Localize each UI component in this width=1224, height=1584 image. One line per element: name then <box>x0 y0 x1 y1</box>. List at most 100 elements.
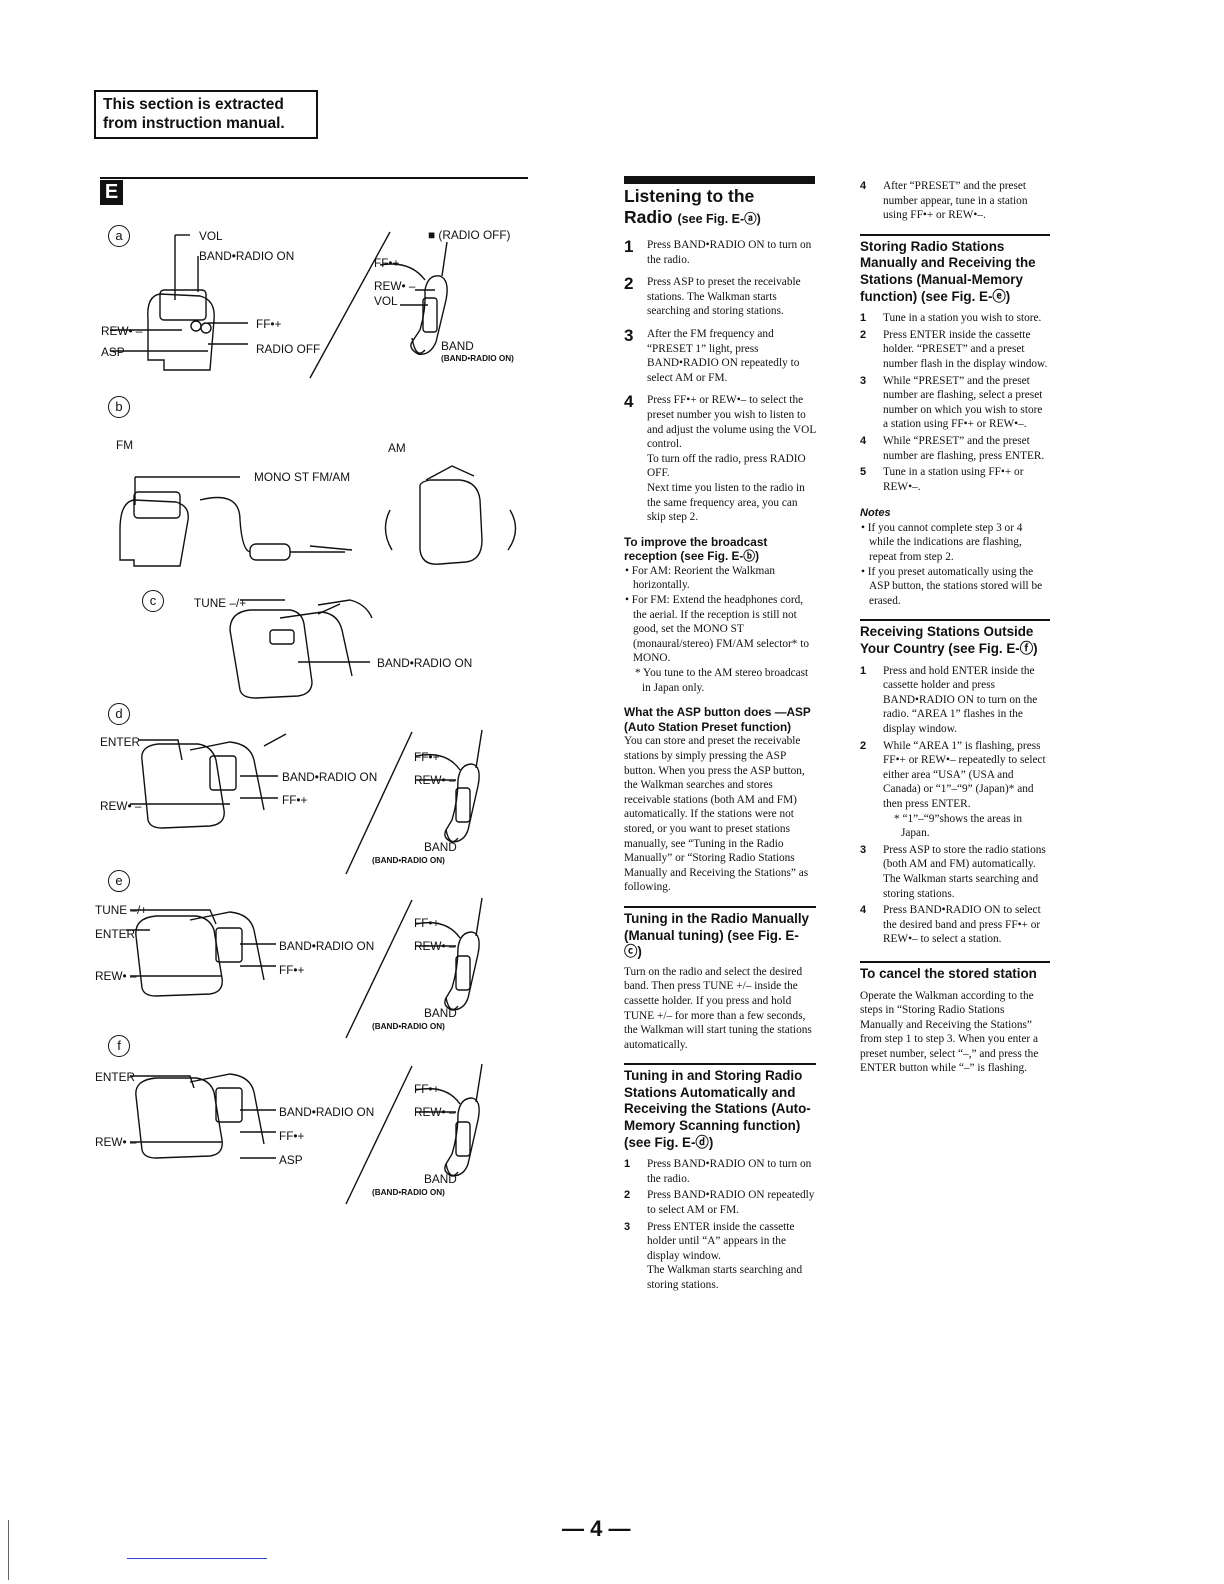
auto-memory-heading: Tuning in and Storing Radio Stations Aut… <box>624 1063 816 1151</box>
label-tune: TUNE –/+ <box>194 596 247 610</box>
divider-line-f <box>345 1065 413 1205</box>
step-1: 1 Press BAND•RADIO ON to turn on the rad… <box>624 237 812 266</box>
notes-heading: Notes <box>860 507 891 520</box>
storing-heading: Storing Radio Stations Manually and Rece… <box>860 233 1050 305</box>
label-band-remote-d: BAND <box>424 840 457 854</box>
label-band-radio-on-d: BAND•RADIO ON <box>282 770 378 784</box>
label-rew-remote-f: REW• – <box>414 1105 456 1119</box>
label-band-sub-f: (BAND•RADIO ON) <box>372 1188 445 1197</box>
label-band-remote: BAND <box>441 339 474 353</box>
remote-illustration-d <box>415 729 483 843</box>
walkman-illustration-a <box>110 234 248 371</box>
walkman-illustration-d <box>130 733 287 829</box>
panel-marker-c: c <box>142 590 164 612</box>
panel-marker-a: a <box>108 225 130 247</box>
label-rew: REW• – <box>101 324 143 338</box>
label-enter-e: ENTER <box>95 927 135 941</box>
label-asp-f: ASP <box>279 1153 303 1167</box>
label-ff-e: FF•+ <box>279 963 305 977</box>
figure-illustrations <box>110 231 517 1205</box>
step-2: 2 Press ASP to preset the receivable sta… <box>624 274 801 318</box>
label-enter-f: ENTER <box>95 1070 135 1084</box>
remote-illustration-e <box>415 897 483 1011</box>
label-band-radio-on-sub: (BAND•RADIO ON) <box>441 354 514 363</box>
label-vol-remote: VOL <box>374 294 398 308</box>
label-radio-off-remote: ■ (RADIO OFF) <box>428 228 511 242</box>
improve-bullet: • For FM: Extend the headphones cord, th… <box>625 594 810 665</box>
label-band-radio-on-c: BAND•RADIO ON <box>377 656 473 670</box>
label-rew-d: REW• – <box>100 799 142 813</box>
manual-tuning-text: Turn on the radio and select the desired… <box>624 965 812 1051</box>
panel-marker-d: d <box>108 703 130 725</box>
panel-marker-e: e <box>108 870 130 892</box>
label-ff-d: FF•+ <box>282 793 308 807</box>
manual-tuning-heading: Tuning in the Radio Manually (Manual tun… <box>624 905 816 961</box>
walkman-illustration-b <box>119 476 353 567</box>
label-band-radio-on-f: BAND•RADIO ON <box>279 1105 375 1119</box>
divider-line-a <box>309 231 391 379</box>
label-ff: FF•+ <box>256 317 282 331</box>
label-ff-remote-f: FF•+ <box>414 1082 440 1096</box>
figure-letter-badge: E <box>100 180 123 205</box>
column-1: Listening to the Radio (see Fig. E-ⓐ) 1 … <box>624 186 816 1293</box>
figure-rule <box>100 177 528 179</box>
improve-subnote: * You tune to the AM stereo broadcast in… <box>635 667 809 694</box>
step-4: 4 Press FF•+ or REW•– to select the pres… <box>624 392 816 524</box>
label-asp: ASP <box>101 345 125 359</box>
label-band-remote-e: BAND <box>424 1006 457 1020</box>
notice-line-2: from instruction manual. <box>103 115 285 132</box>
improve-heading: To improve the broadcast reception (see … <box>624 534 768 564</box>
remote-illustration-a <box>379 241 448 355</box>
outside-step: 2 While “AREA 1” is flashing, press FF•+… <box>860 739 1046 840</box>
label-vol: VOL <box>199 229 223 243</box>
label-band-remote-f: BAND <box>424 1172 457 1186</box>
divider-line-e <box>345 899 413 1039</box>
auto-step-3: 3 Press ENTER inside the cassette holder… <box>624 1220 803 1291</box>
label-band-sub-d: (BAND•RADIO ON) <box>372 856 445 865</box>
section-title: Listening to the Radio (see Fig. E-ⓐ) <box>624 186 761 227</box>
page-number: — 4 — <box>562 1516 631 1541</box>
label-am: AM <box>388 441 406 455</box>
label-ff-remote-e: FF•+ <box>414 916 440 930</box>
label-ff-remote-d: FF•+ <box>414 750 440 764</box>
note-item: • If you preset automatically using the … <box>861 565 1043 607</box>
divider-line-d <box>345 731 413 875</box>
label-tune-e: TUNE –/+ <box>95 903 148 917</box>
label-band-radio-on: BAND•RADIO ON <box>199 249 295 263</box>
label-enter-d: ENTER <box>100 735 140 749</box>
label-fm: FM <box>116 438 134 452</box>
margin-mark <box>8 1520 9 1580</box>
label-ff-remote: FF•+ <box>374 256 400 270</box>
remote-illustration-f <box>415 1063 483 1177</box>
outside-country-heading: Receiving Stations Outside Your Country … <box>860 619 1050 657</box>
label-rew-remote: REW• – <box>374 279 416 293</box>
footer-link-line <box>127 1558 267 1559</box>
label-band-radio-on-e: BAND•RADIO ON <box>279 939 375 953</box>
asp-heading: What the ASP button does —ASP (Auto Stat… <box>624 705 811 734</box>
label-ff-f: FF•+ <box>279 1129 305 1143</box>
section-header-bar <box>624 176 815 184</box>
cancel-text: Operate the Walkman according to the ste… <box>860 989 1039 1075</box>
label-radio-off: RADIO OFF <box>256 342 321 356</box>
walkman-illustration-e <box>126 909 276 997</box>
step-3: 3 After the FM frequency and “PRESET 1” … <box>624 325 800 384</box>
label-rew-remote-e: REW• – <box>414 939 456 953</box>
improve-bullet: • For AM: Reorient the Walkman horizonta… <box>625 564 775 592</box>
walkman-illustration-c <box>229 599 373 699</box>
label-rew-f: REW• – <box>95 1135 137 1149</box>
walkman-rotation-b <box>384 465 517 565</box>
label-rew-remote-d: REW• – <box>414 773 456 787</box>
label-band-sub-e: (BAND•RADIO ON) <box>372 1022 445 1031</box>
walkman-illustration-f <box>130 1073 276 1159</box>
